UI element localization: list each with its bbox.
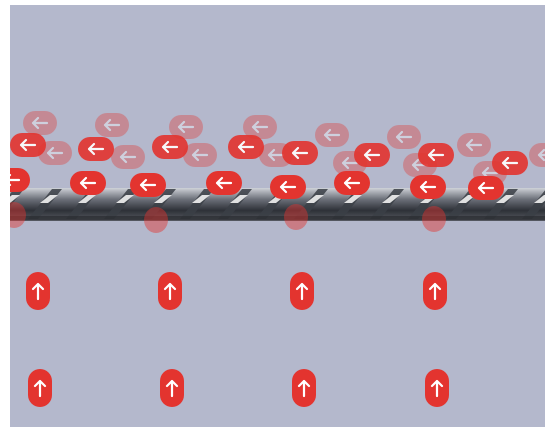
rod-marker-arrow-left-icon (315, 123, 349, 147)
rod-marker-arrow-left-icon (10, 133, 46, 157)
rod-highlight (230, 195, 248, 203)
rod-marker-ghost (284, 204, 308, 230)
rod-marker-group (10, 111, 545, 233)
rod-highlight (306, 195, 324, 203)
rod-highlight (78, 195, 96, 203)
rod-marker-arrow-left-icon (206, 171, 242, 195)
rod-marker-arrow-left-icon (10, 168, 30, 192)
rod-marker-arrow-left-icon (70, 171, 106, 195)
rod-marker-arrow-left-icon (78, 137, 114, 161)
rod-marker-arrow-left-icon (334, 171, 370, 195)
rod-marker-arrow-left-icon (169, 115, 203, 139)
rod-marker-ghost (144, 207, 168, 233)
rod-marker-arrow-left-icon (130, 173, 166, 197)
field-marker-group (26, 272, 449, 407)
rod-highlight (10, 195, 20, 203)
rod-marker-arrow-left-icon (410, 175, 446, 199)
spiral-rod-diagram (10, 5, 545, 427)
rod-marker-arrow-left-icon (38, 141, 72, 165)
field-marker-arrow-up-icon (423, 272, 447, 310)
rod-marker-arrow-left-icon (243, 115, 277, 139)
rod-marker-arrow-left-icon (468, 176, 504, 200)
field-marker-arrow-up-icon (290, 272, 314, 310)
rod-marker-ghost (422, 206, 446, 232)
rod-highlight (382, 195, 400, 203)
rod-thread (522, 190, 545, 219)
diagram-canvas (10, 5, 545, 427)
rod-highlight (344, 195, 362, 203)
rod-shadow (10, 216, 545, 221)
rod-marker-arrow-left-icon (111, 145, 145, 169)
rod-highlight (154, 195, 172, 203)
rod-marker-arrow-left-icon (387, 125, 421, 149)
rod-marker-ghost (10, 202, 26, 228)
field-marker-arrow-up-icon (26, 272, 50, 310)
rod-highlight (496, 195, 514, 203)
field-marker-arrow-up-icon (425, 369, 449, 407)
rod-marker-arrow-left-icon (95, 113, 129, 137)
rod-highlight (192, 195, 210, 203)
rod-highlight (458, 195, 476, 203)
rod-marker-arrow-left-icon (418, 143, 454, 167)
rod-marker-arrow-left-icon (492, 151, 528, 175)
rod-highlight (40, 195, 58, 203)
rod-marker-arrow-left-icon (23, 111, 57, 135)
rod-marker-arrow-left-icon (270, 175, 306, 199)
rod-marker-arrow-left-icon (457, 133, 491, 157)
rod-thread (10, 189, 24, 207)
rod-marker-arrow-left-icon (354, 143, 390, 167)
field-marker-arrow-up-icon (158, 272, 182, 310)
rod-marker-arrow-left-icon (228, 135, 264, 159)
rod-marker-arrow-left-icon (529, 143, 545, 167)
rod-highlight (534, 195, 545, 203)
field-marker-arrow-up-icon (160, 369, 184, 407)
field-marker-arrow-up-icon (292, 369, 316, 407)
rod-marker-arrow-left-icon (152, 135, 188, 159)
rod-marker-arrow-left-icon (183, 143, 217, 167)
rod-marker-arrow-left-icon (282, 141, 318, 165)
field-marker-arrow-up-icon (28, 369, 52, 407)
rod-highlight (116, 195, 134, 203)
